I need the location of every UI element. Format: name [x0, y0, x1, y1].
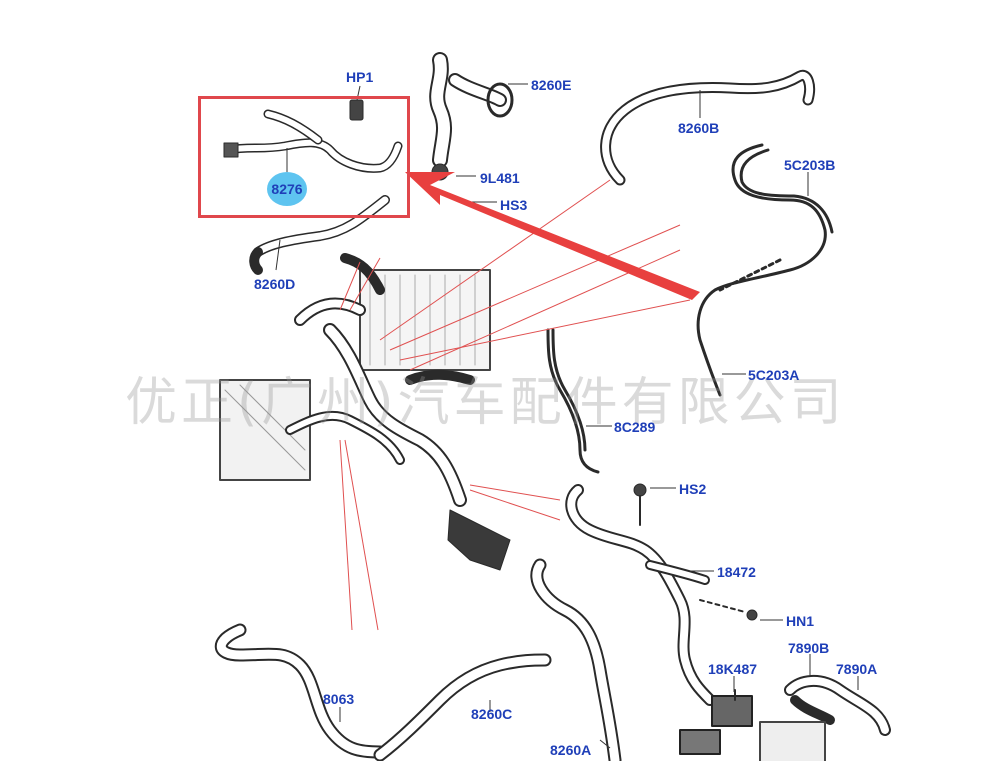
hose-18472 [565, 483, 758, 706]
label-9l481[interactable]: 9L481 [480, 170, 520, 186]
label-hn1[interactable]: HN1 [786, 613, 815, 629]
hose-8260b [600, 69, 816, 186]
label-hp1[interactable]: HP1 [346, 69, 374, 85]
hose-8260c [373, 653, 552, 761]
label-8063[interactable]: 8063 [323, 691, 355, 707]
hose-8260a [530, 558, 622, 761]
label-8260c[interactable]: 8260C [471, 706, 513, 722]
label-8c289[interactable]: 8C289 [614, 419, 656, 435]
clip-hp1 [349, 99, 364, 121]
label-hs2[interactable]: HS2 [679, 481, 707, 497]
hose-7890 [759, 675, 891, 761]
label-8260a[interactable]: 8260A [550, 742, 592, 758]
red-arrow [405, 172, 700, 300]
label-7890b[interactable]: 7890B [788, 640, 830, 656]
label-8260b[interactable]: 8260B [678, 120, 720, 136]
label-hs3[interactable]: HS3 [500, 197, 528, 213]
valve-18k487 [679, 689, 753, 755]
engine-assembly [219, 253, 511, 571]
label-5c203a[interactable]: 5C203A [748, 367, 800, 383]
label-7890a[interactable]: 7890A [836, 661, 878, 677]
label-18472[interactable]: 18472 [717, 564, 756, 580]
label-5c203b[interactable]: 5C203B [784, 157, 836, 173]
label-8260d[interactable]: 8260D [254, 276, 296, 292]
part-badge-8276[interactable]: 8276 [267, 172, 307, 206]
hose-8276 [223, 109, 403, 173]
hose-8063 [214, 623, 387, 759]
watermark: 优正(广州)汽车配件有限公司 [125, 373, 846, 433]
tube-8c289 [546, 328, 600, 474]
tube-5c203 [696, 143, 834, 397]
part-badge-label: 8276 [271, 181, 303, 197]
callout-lines [275, 83, 859, 749]
hose-8260e [429, 52, 514, 181]
highlight-box [198, 96, 410, 218]
label-18k487[interactable]: 18K487 [708, 661, 758, 677]
label-8260e[interactable]: 8260E [531, 77, 572, 93]
